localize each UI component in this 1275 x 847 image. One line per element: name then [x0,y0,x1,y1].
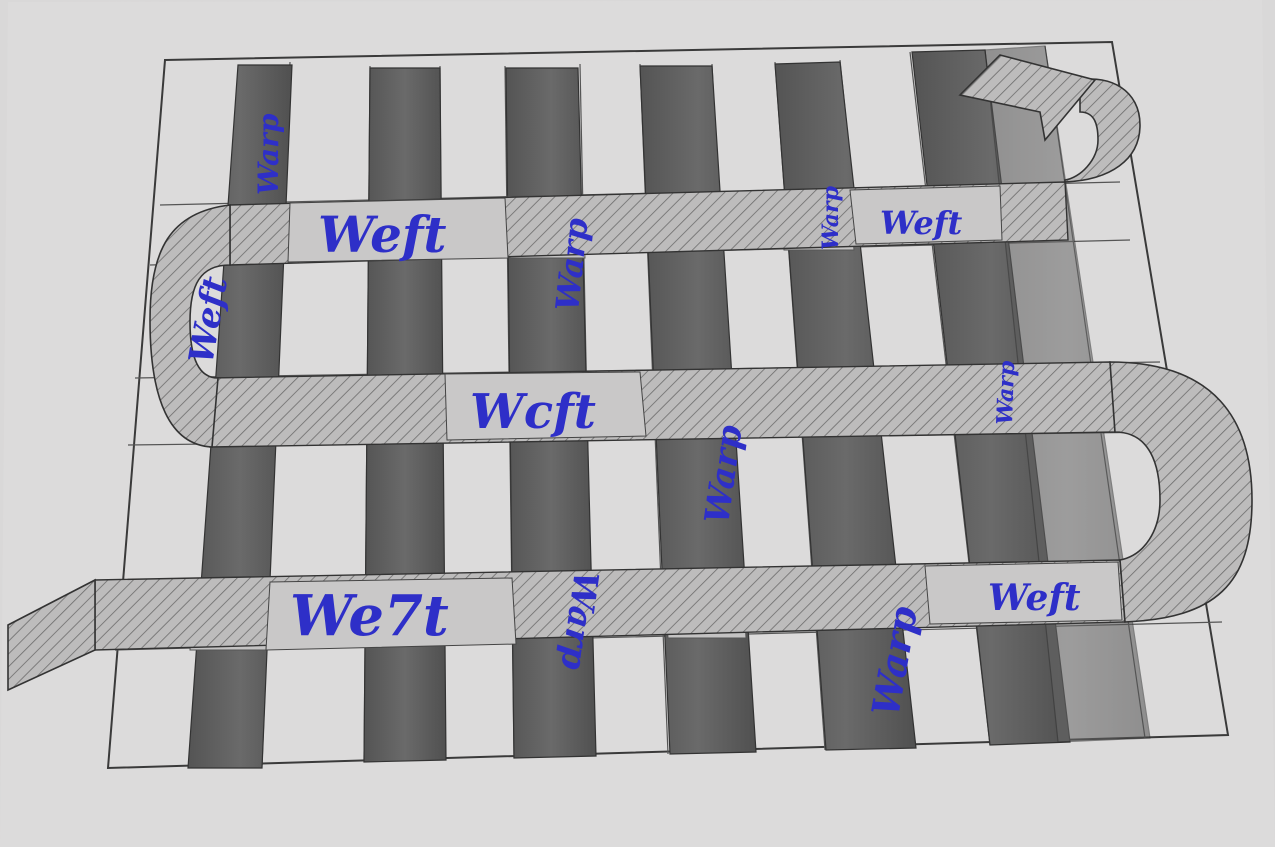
weft-label: Weft [988,577,1081,619]
weft-label: Wcft [470,384,596,440]
weft-label: We7t [290,583,449,649]
warp-label: Warp [252,113,285,195]
weft-label: Weft [318,205,447,264]
weft-label: Weft [880,204,962,242]
warp-label: Warp [818,185,844,250]
warp-label: Warp [992,360,1020,426]
